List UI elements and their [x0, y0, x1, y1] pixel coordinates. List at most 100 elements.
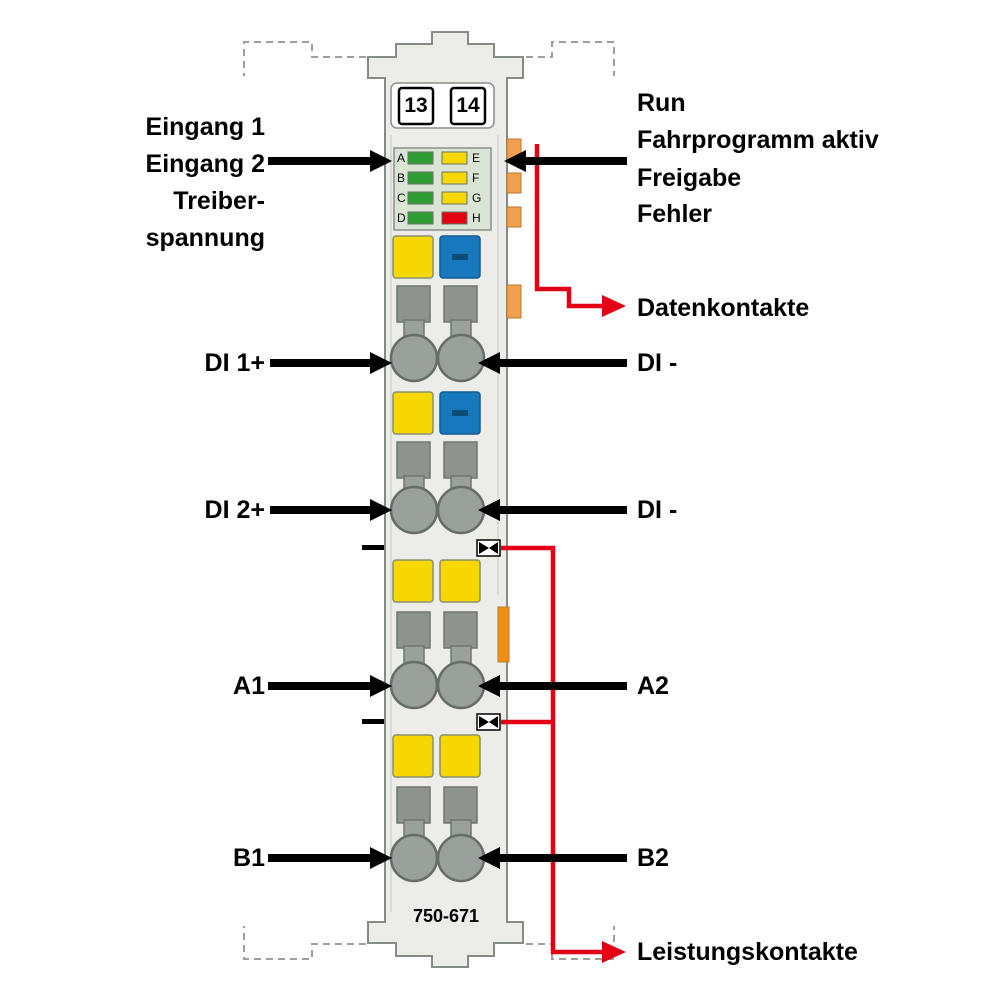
cage-clamp-yellow-left — [392, 559, 434, 603]
clamp-terminal-di2-minus — [436, 485, 486, 535]
arrow-a2 — [478, 675, 627, 697]
callout-arrows — [268, 150, 627, 869]
adjacent-outline-top-right — [526, 41, 615, 76]
label-run: Run — [637, 89, 686, 117]
clamp-terminal-b2 — [436, 833, 486, 883]
led-label-e: E — [472, 151, 481, 165]
label-datenkontakte: Datenkontakte — [637, 294, 810, 322]
led-indicator-b — [407, 171, 434, 185]
label-fahrprogramm-aktiv: Fahrprogramm aktiv — [637, 126, 879, 154]
arrow-a1 — [268, 675, 392, 697]
minus-mark-2 — [362, 719, 384, 724]
label-eingang-2: Eingang 2 — [145, 150, 265, 178]
cage-clamp-yellow-left — [392, 734, 434, 778]
terminal-number-13: 13 — [404, 94, 428, 117]
clamp-terminal-a1 — [389, 660, 439, 710]
led-label-g: G — [472, 191, 482, 205]
led-indicator-f — [441, 171, 468, 185]
led-label-b: B — [397, 171, 406, 185]
label-di1-plus: DI 1+ — [204, 349, 265, 377]
power-contact-symbol-right-triangle — [489, 716, 498, 728]
arrow-status-leds — [504, 150, 627, 172]
led-indicator-e — [441, 151, 468, 165]
terminal-number-box-13 — [397, 86, 435, 126]
label-di2-minus: DI - — [637, 496, 678, 524]
clamp-slot — [452, 254, 468, 260]
data-contact-4 — [506, 284, 522, 319]
terminal-number-panel — [390, 82, 495, 129]
clamp-slot — [452, 410, 468, 416]
clamp-unit-di2 — [389, 391, 486, 535]
cage-clamp-yellow-right — [439, 734, 481, 778]
led-panel — [393, 147, 492, 231]
clamp-terminal-di1-minus — [436, 333, 486, 383]
clamp-unit-di1 — [389, 235, 486, 383]
label-a1: A1 — [233, 672, 265, 700]
power-contacts-pointer-arrowhead — [602, 941, 626, 963]
led-indicator-g — [441, 191, 468, 205]
led-indicator-h — [441, 211, 468, 225]
label-a2: A2 — [637, 672, 669, 700]
power-contact-symbol-1 — [476, 539, 501, 557]
led-label-d: D — [397, 211, 406, 225]
clamp-unit-b — [389, 734, 486, 883]
power-contact-symbol-left-triangle — [479, 542, 489, 554]
arrow-di1-plus — [270, 352, 392, 374]
led-label-h: H — [472, 211, 481, 225]
label-fehler: Fehler — [637, 200, 713, 228]
clamp-terminal-di1-plus — [389, 333, 439, 383]
conductor-entry-left — [396, 285, 431, 323]
data-contacts-pointer — [534, 144, 626, 317]
power-contacts-pointer-line — [501, 545, 602, 955]
adjacent-outline-bottom-left — [243, 926, 366, 960]
clamp-terminal-di2-plus — [389, 485, 439, 535]
power-contact-symbol-left-triangle — [479, 716, 489, 728]
led-label-c: C — [397, 191, 406, 205]
conductor-entry-left — [396, 786, 431, 824]
cage-clamp-yellow — [392, 391, 434, 435]
data-contact-2 — [506, 172, 522, 194]
arrow-inputs — [268, 150, 392, 172]
label-spannung: spannung — [145, 224, 265, 252]
label-b1: B1 — [233, 844, 265, 872]
label-di2-plus: DI 2+ — [204, 496, 265, 524]
arrow-di1-minus — [478, 352, 627, 374]
data-contacts-pointer-line — [534, 144, 602, 309]
label-treiber: Treiber- — [173, 187, 265, 215]
terminal-number-box-14 — [449, 86, 487, 126]
conductor-entry-right — [443, 285, 478, 323]
arrow-di2-minus — [478, 499, 627, 521]
clamp-terminal-a2 — [436, 660, 486, 710]
led-label-f: F — [472, 171, 480, 185]
label-freigabe: Freigabe — [637, 164, 742, 192]
minus-mark-1 — [362, 545, 384, 550]
cage-clamp-yellow — [392, 235, 434, 279]
power-jumper-contact — [497, 606, 510, 663]
conductor-entry-right — [443, 786, 478, 824]
label-eingang-1: Eingang 1 — [145, 113, 265, 141]
terminal-number-14: 14 — [456, 94, 480, 117]
conductor-entry-left — [396, 441, 431, 479]
clamp-unit-a — [389, 559, 510, 710]
label-b2: B2 — [637, 844, 669, 872]
data-contacts-pointer-arrowhead — [602, 295, 626, 317]
data-contact-3 — [506, 206, 522, 228]
conductor-entry-right — [443, 611, 478, 649]
clamp-terminal-b1 — [389, 833, 439, 883]
power-contact-symbol-right-triangle — [489, 542, 498, 554]
power-contacts-pointer — [501, 545, 626, 963]
cage-clamp-yellow-right — [439, 559, 481, 603]
label-di1-minus: DI - — [637, 349, 678, 377]
conductor-entry-left — [396, 611, 431, 649]
led-indicator-d — [407, 211, 434, 225]
led-indicator-a — [407, 151, 434, 165]
label-leistungskontakte: Leistungskontakte — [637, 938, 858, 966]
part-number: 750-671 — [412, 906, 480, 926]
led-indicator-c — [407, 191, 434, 205]
arrow-b2 — [478, 847, 627, 869]
arrow-di2-plus — [270, 499, 392, 521]
arrow-b1 — [268, 847, 392, 869]
conductor-entry-right — [443, 441, 478, 479]
